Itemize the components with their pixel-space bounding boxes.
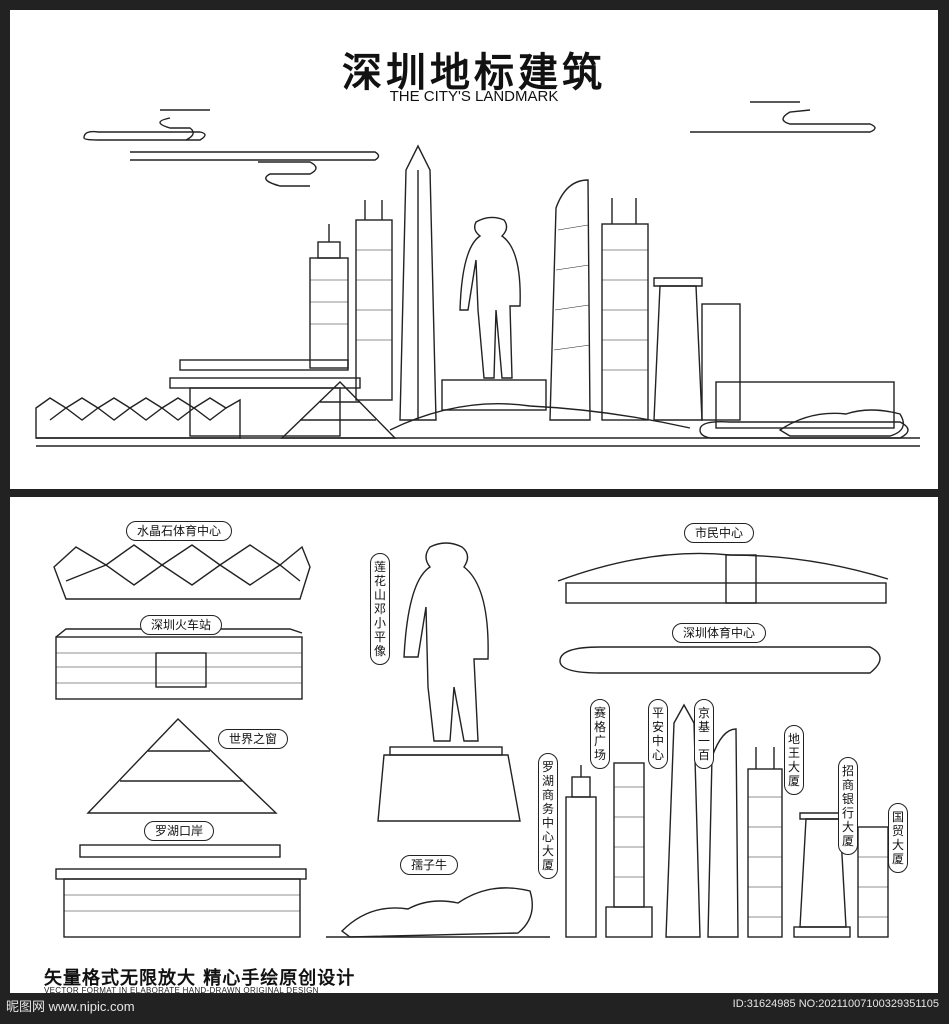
label-luohu: 罗湖口岸: [144, 821, 215, 841]
watermark-left: 昵图网 www.nipic.com: [6, 999, 135, 1014]
label-pingan: 平安中心: [648, 699, 668, 769]
watermark-right: ID:31624985 NO:20211007100329351105: [732, 998, 939, 1010]
page-subtitle: THE CITY'S LANDMARK: [389, 88, 559, 105]
label-zhaoshang: 招商银行大厦: [838, 757, 858, 855]
slogan-en: VECTOR FORMAT IN ELABORATE HAND-DRAWN OR…: [44, 986, 319, 995]
label-huoche: 深圳火车站: [140, 615, 223, 635]
slogan-cn: 矢量格式无限放大 精心手绘原创设计: [44, 968, 356, 989]
label-niu: 孺子牛: [400, 855, 459, 875]
label-jingji: 京基一百: [694, 699, 714, 769]
label-shijie: 世界之窗: [218, 729, 289, 749]
label-luohu-tower: 罗湖商务中心大厦: [538, 753, 558, 879]
label-tiyu: 深圳体育中心: [672, 623, 767, 643]
bottom-panel: 水晶石体育中心 深圳火车站 世界之窗 罗湖口岸 莲花山邓小平像 孺子牛 市民中心…: [10, 497, 938, 993]
landmark-catalog-illustration: [53, 542, 889, 938]
label-deng: 莲花山邓小平像: [370, 553, 390, 665]
label-diwang: 地王大厦: [784, 725, 804, 795]
top-panel: 深圳地标建筑 THE CITY'S LANDMARK: [10, 10, 938, 489]
label-saige: 赛格广场: [590, 699, 610, 769]
label-shuijing: 水晶石体育中心: [126, 521, 233, 541]
label-shimin: 市民中心: [684, 523, 755, 543]
skyline-illustration: [35, 101, 920, 447]
page-title: 深圳地标建筑: [342, 50, 606, 96]
label-guomao: 国贸大厦: [888, 803, 908, 873]
